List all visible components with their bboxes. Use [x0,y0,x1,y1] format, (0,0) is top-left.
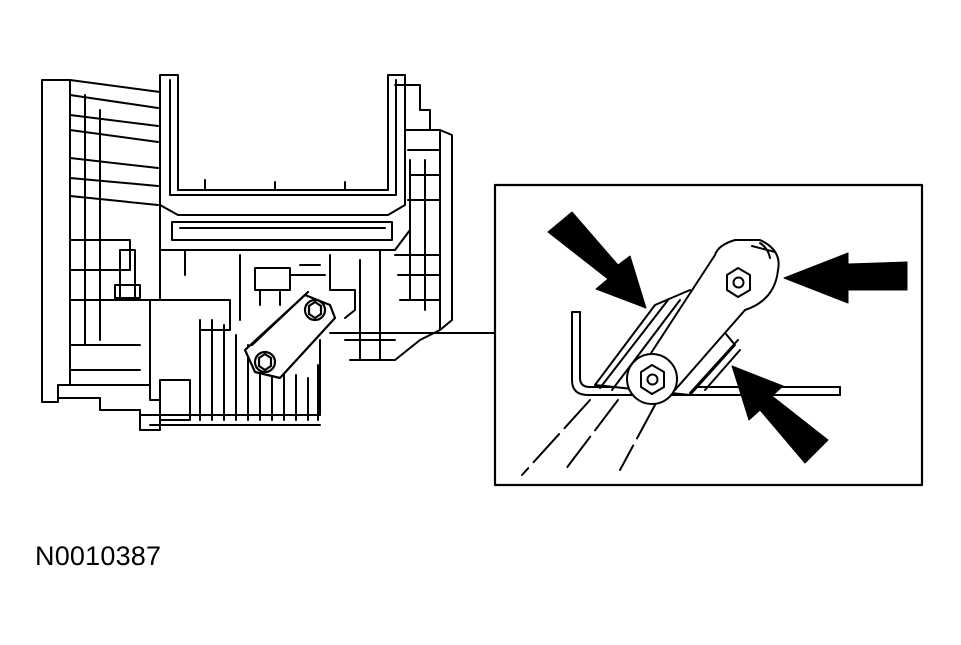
arrow-icon [547,211,647,309]
figure-id-label: N0010387 [35,541,162,571]
arrow-icon [731,365,829,464]
hex-nut-icon [726,267,751,298]
lever-assembly-main [243,290,337,380]
transmission-housing [41,74,453,431]
hex-nut-icon [640,364,665,395]
detail-inset [493,183,924,487]
arrow-icon [783,252,908,304]
